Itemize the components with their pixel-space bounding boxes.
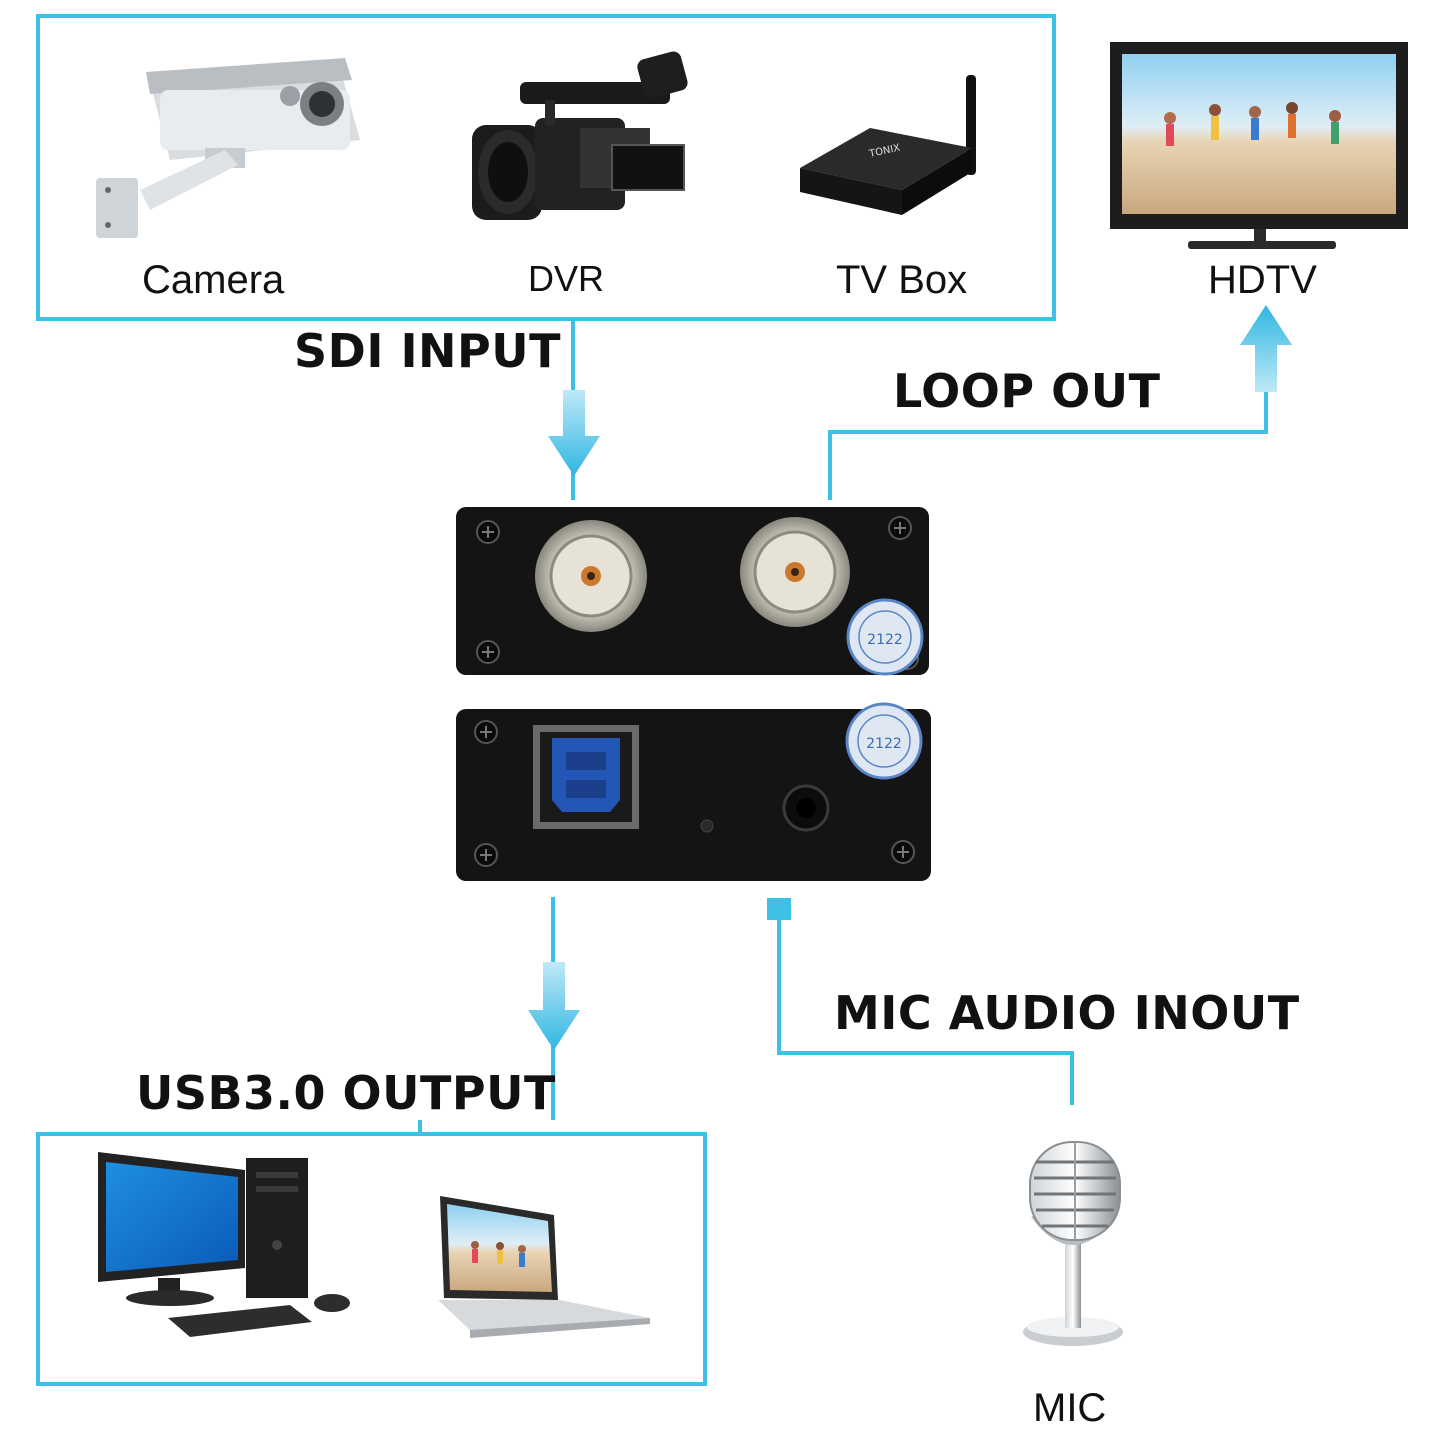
laptop-computer-icon — [438, 1196, 650, 1338]
usb-output-arrow — [528, 962, 580, 1050]
qc-seal-icon: 2122 — [845, 702, 923, 780]
sdi-input-arrow — [548, 390, 600, 476]
tv-box-icon: TONIX — [800, 75, 976, 215]
hdtv-label: HDTV — [1208, 258, 1317, 302]
mic-label: MIC — [1033, 1386, 1107, 1430]
usb3-b-port — [533, 725, 639, 829]
desktop-computer-icon — [98, 1152, 350, 1337]
hdtv-icon — [1110, 42, 1408, 249]
screw-icon — [474, 720, 498, 744]
seal-text-bottom: 2122 — [866, 736, 902, 752]
seal-text-top: 2122 — [867, 632, 903, 648]
tv-box-label: TV Box — [836, 258, 968, 302]
source-devices-frame — [36, 14, 1056, 321]
screw-icon — [476, 640, 500, 664]
loop-out-label: LOOP OUT — [893, 364, 1161, 418]
screw-icon — [476, 520, 500, 544]
dvr-label: DVR — [528, 258, 605, 299]
mic-connector-marker — [767, 898, 791, 920]
qc-seal-icon: 2122 — [846, 598, 924, 676]
mic-audio-label: MIC AUDIO INOUT — [834, 986, 1300, 1040]
usb-output-label: USB3.0 OUTPUT — [136, 1066, 556, 1120]
screw-icon — [888, 516, 912, 540]
audio-jack-port — [782, 784, 830, 832]
microphone-icon — [1023, 1141, 1123, 1346]
capture-device-top: 2122 — [456, 507, 929, 676]
security-camera-icon — [96, 58, 360, 238]
sdi-input-label: SDI INPUT — [294, 324, 562, 378]
camera-label: Camera — [142, 258, 285, 302]
screw-icon — [474, 843, 498, 867]
output-devices-frame — [36, 1132, 707, 1386]
loop-out-bnc-port — [740, 517, 850, 627]
status-led — [700, 819, 714, 833]
sdi-input-bnc-port — [535, 520, 647, 632]
camcorder-icon — [472, 51, 688, 220]
capture-device-bottom: 2122 — [456, 702, 931, 881]
screw-icon — [891, 840, 915, 864]
hdtv-up-arrow — [1240, 305, 1292, 392]
